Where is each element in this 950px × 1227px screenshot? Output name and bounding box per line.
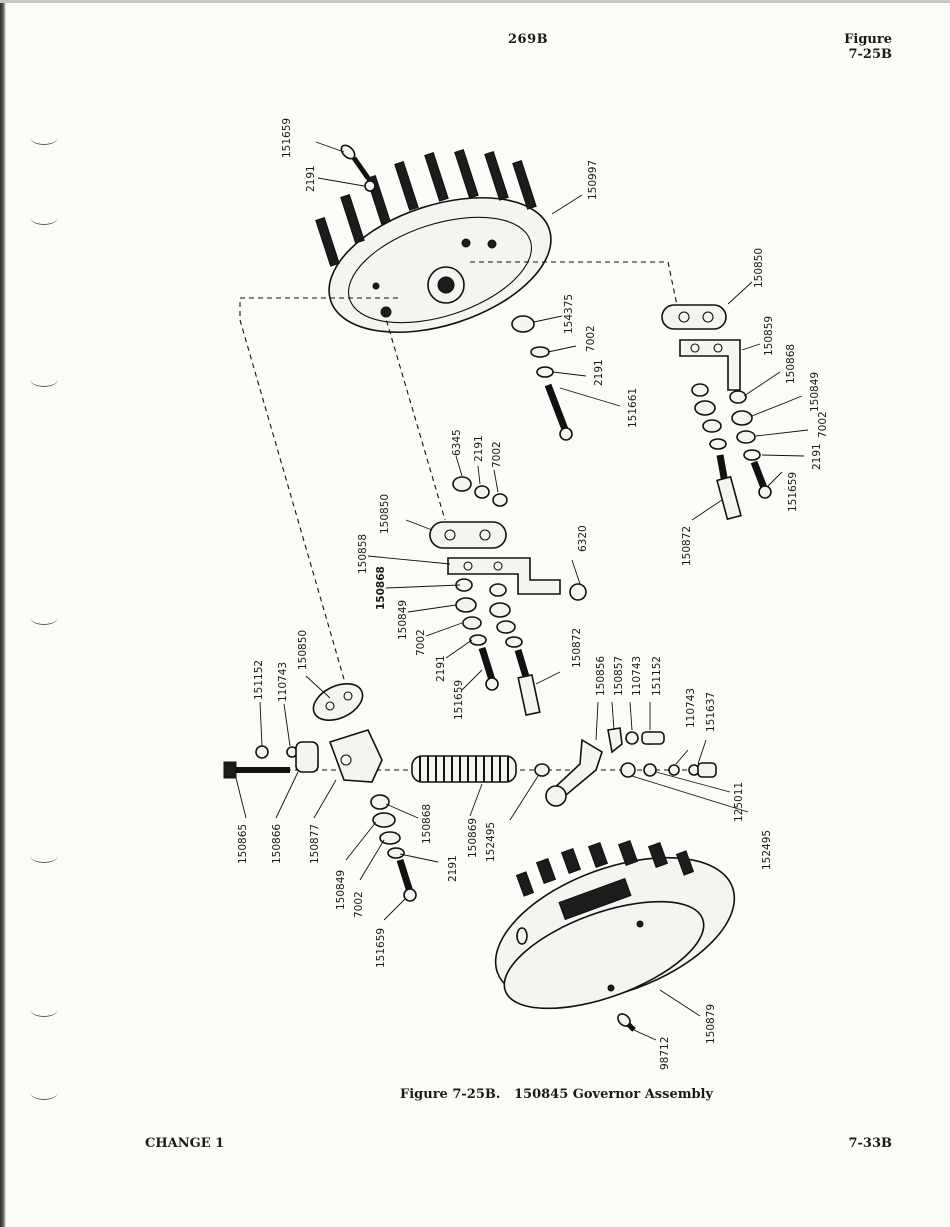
callout-152495: 152495	[485, 822, 497, 862]
middle-assembly	[429, 476, 587, 716]
leader-lines	[235, 141, 809, 1041]
callout-151152: 151152	[651, 656, 663, 696]
callout-152495: 152495	[761, 830, 773, 870]
callout-150868: 150868	[785, 344, 797, 384]
figure-label: Figure 7-25B	[844, 32, 892, 62]
callout-6345: 6345	[451, 429, 463, 456]
callout-7002: 7002	[585, 325, 597, 352]
callout-150868: 150868	[421, 804, 433, 844]
callout-150866: 150866	[271, 824, 283, 864]
figure-caption: Figure 7-25B. 150845 Governor Assembly	[400, 1087, 714, 1102]
page-binding-edge	[0, 0, 6, 1227]
callout-150850: 150850	[379, 494, 391, 534]
callout-2191: 2191	[811, 443, 823, 470]
callout-154375: 154375	[563, 294, 575, 334]
callout-110743: 110743	[685, 688, 697, 728]
binder-hole-mark	[30, 848, 58, 863]
page-number: 269B	[508, 32, 549, 47]
binder-hole-mark	[30, 130, 58, 145]
binder-hole-mark	[30, 372, 58, 387]
callout-7002: 7002	[353, 891, 365, 918]
callout-7002: 7002	[415, 629, 427, 656]
figure-label-line2: 7-25B	[848, 47, 892, 62]
alignment-line-center	[383, 311, 446, 521]
callout-150849: 150849	[809, 372, 821, 412]
screw-stack-upper	[511, 315, 573, 441]
callout-2191: 2191	[305, 165, 317, 192]
callout-150856: 150856	[595, 656, 607, 696]
callout-150869: 150869	[467, 818, 479, 858]
callout-151659: 151659	[375, 928, 387, 968]
bolt-151659-top	[340, 144, 376, 192]
callout-150858: 150858	[357, 534, 369, 574]
callout-150872: 150872	[681, 526, 693, 566]
callout-2191: 2191	[435, 655, 447, 682]
screw-98712	[617, 1013, 636, 1032]
part-callouts: 151659 2191 150997 154375 7002 2191 1516…	[237, 118, 829, 1070]
figure-label-line1: Figure	[844, 32, 892, 47]
callout-2191: 2191	[593, 359, 605, 386]
alignment-line-left	[239, 297, 398, 701]
callout-150865: 150865	[237, 824, 249, 864]
change-notice: CHANGE 1	[145, 1136, 225, 1151]
callout-150850: 150850	[753, 248, 765, 288]
binder-hole-mark	[30, 1085, 58, 1100]
governor-lever	[534, 727, 717, 807]
callout-6320: 6320	[577, 525, 589, 552]
callout-150868: 150868	[375, 566, 387, 610]
page-top-edge	[0, 0, 950, 3]
callout-7002: 7002	[817, 411, 829, 438]
callout-151659: 151659	[453, 680, 465, 720]
right-bracket-assembly	[661, 304, 772, 521]
callout-2191: 2191	[447, 855, 459, 882]
binder-hole-mark	[30, 610, 58, 625]
callout-110743: 110743	[631, 656, 643, 696]
left-lever-assembly	[223, 683, 417, 902]
callout-150872: 150872	[571, 628, 583, 668]
callout-151637: 151637	[705, 692, 717, 732]
callout-98712: 98712	[659, 1037, 671, 1070]
callout-151659: 151659	[787, 472, 799, 512]
binder-hole-mark	[30, 210, 58, 225]
governor-cover	[494, 839, 736, 1010]
callout-150849: 150849	[335, 870, 347, 910]
callout-2191: 2191	[473, 435, 485, 462]
callout-150879: 150879	[705, 1004, 717, 1044]
callout-150857: 150857	[613, 656, 625, 696]
callout-7002: 7002	[491, 441, 503, 468]
callout-150849: 150849	[397, 600, 409, 640]
callout-151152: 151152	[253, 660, 265, 700]
callout-150997: 150997	[587, 160, 599, 200]
callout-151659: 151659	[281, 118, 293, 158]
governor-spring	[411, 755, 517, 783]
callout-150850: 150850	[297, 630, 309, 670]
callout-151661: 151661	[627, 388, 639, 428]
callout-110743: 110743	[277, 662, 289, 702]
alignment-line-right	[470, 261, 681, 321]
callout-150859: 150859	[763, 316, 775, 356]
callout-125011: 125011	[733, 782, 745, 822]
callout-150877: 150877	[309, 824, 321, 864]
binder-hole-mark	[30, 1002, 58, 1017]
page-reference: 7-33B	[848, 1136, 892, 1151]
